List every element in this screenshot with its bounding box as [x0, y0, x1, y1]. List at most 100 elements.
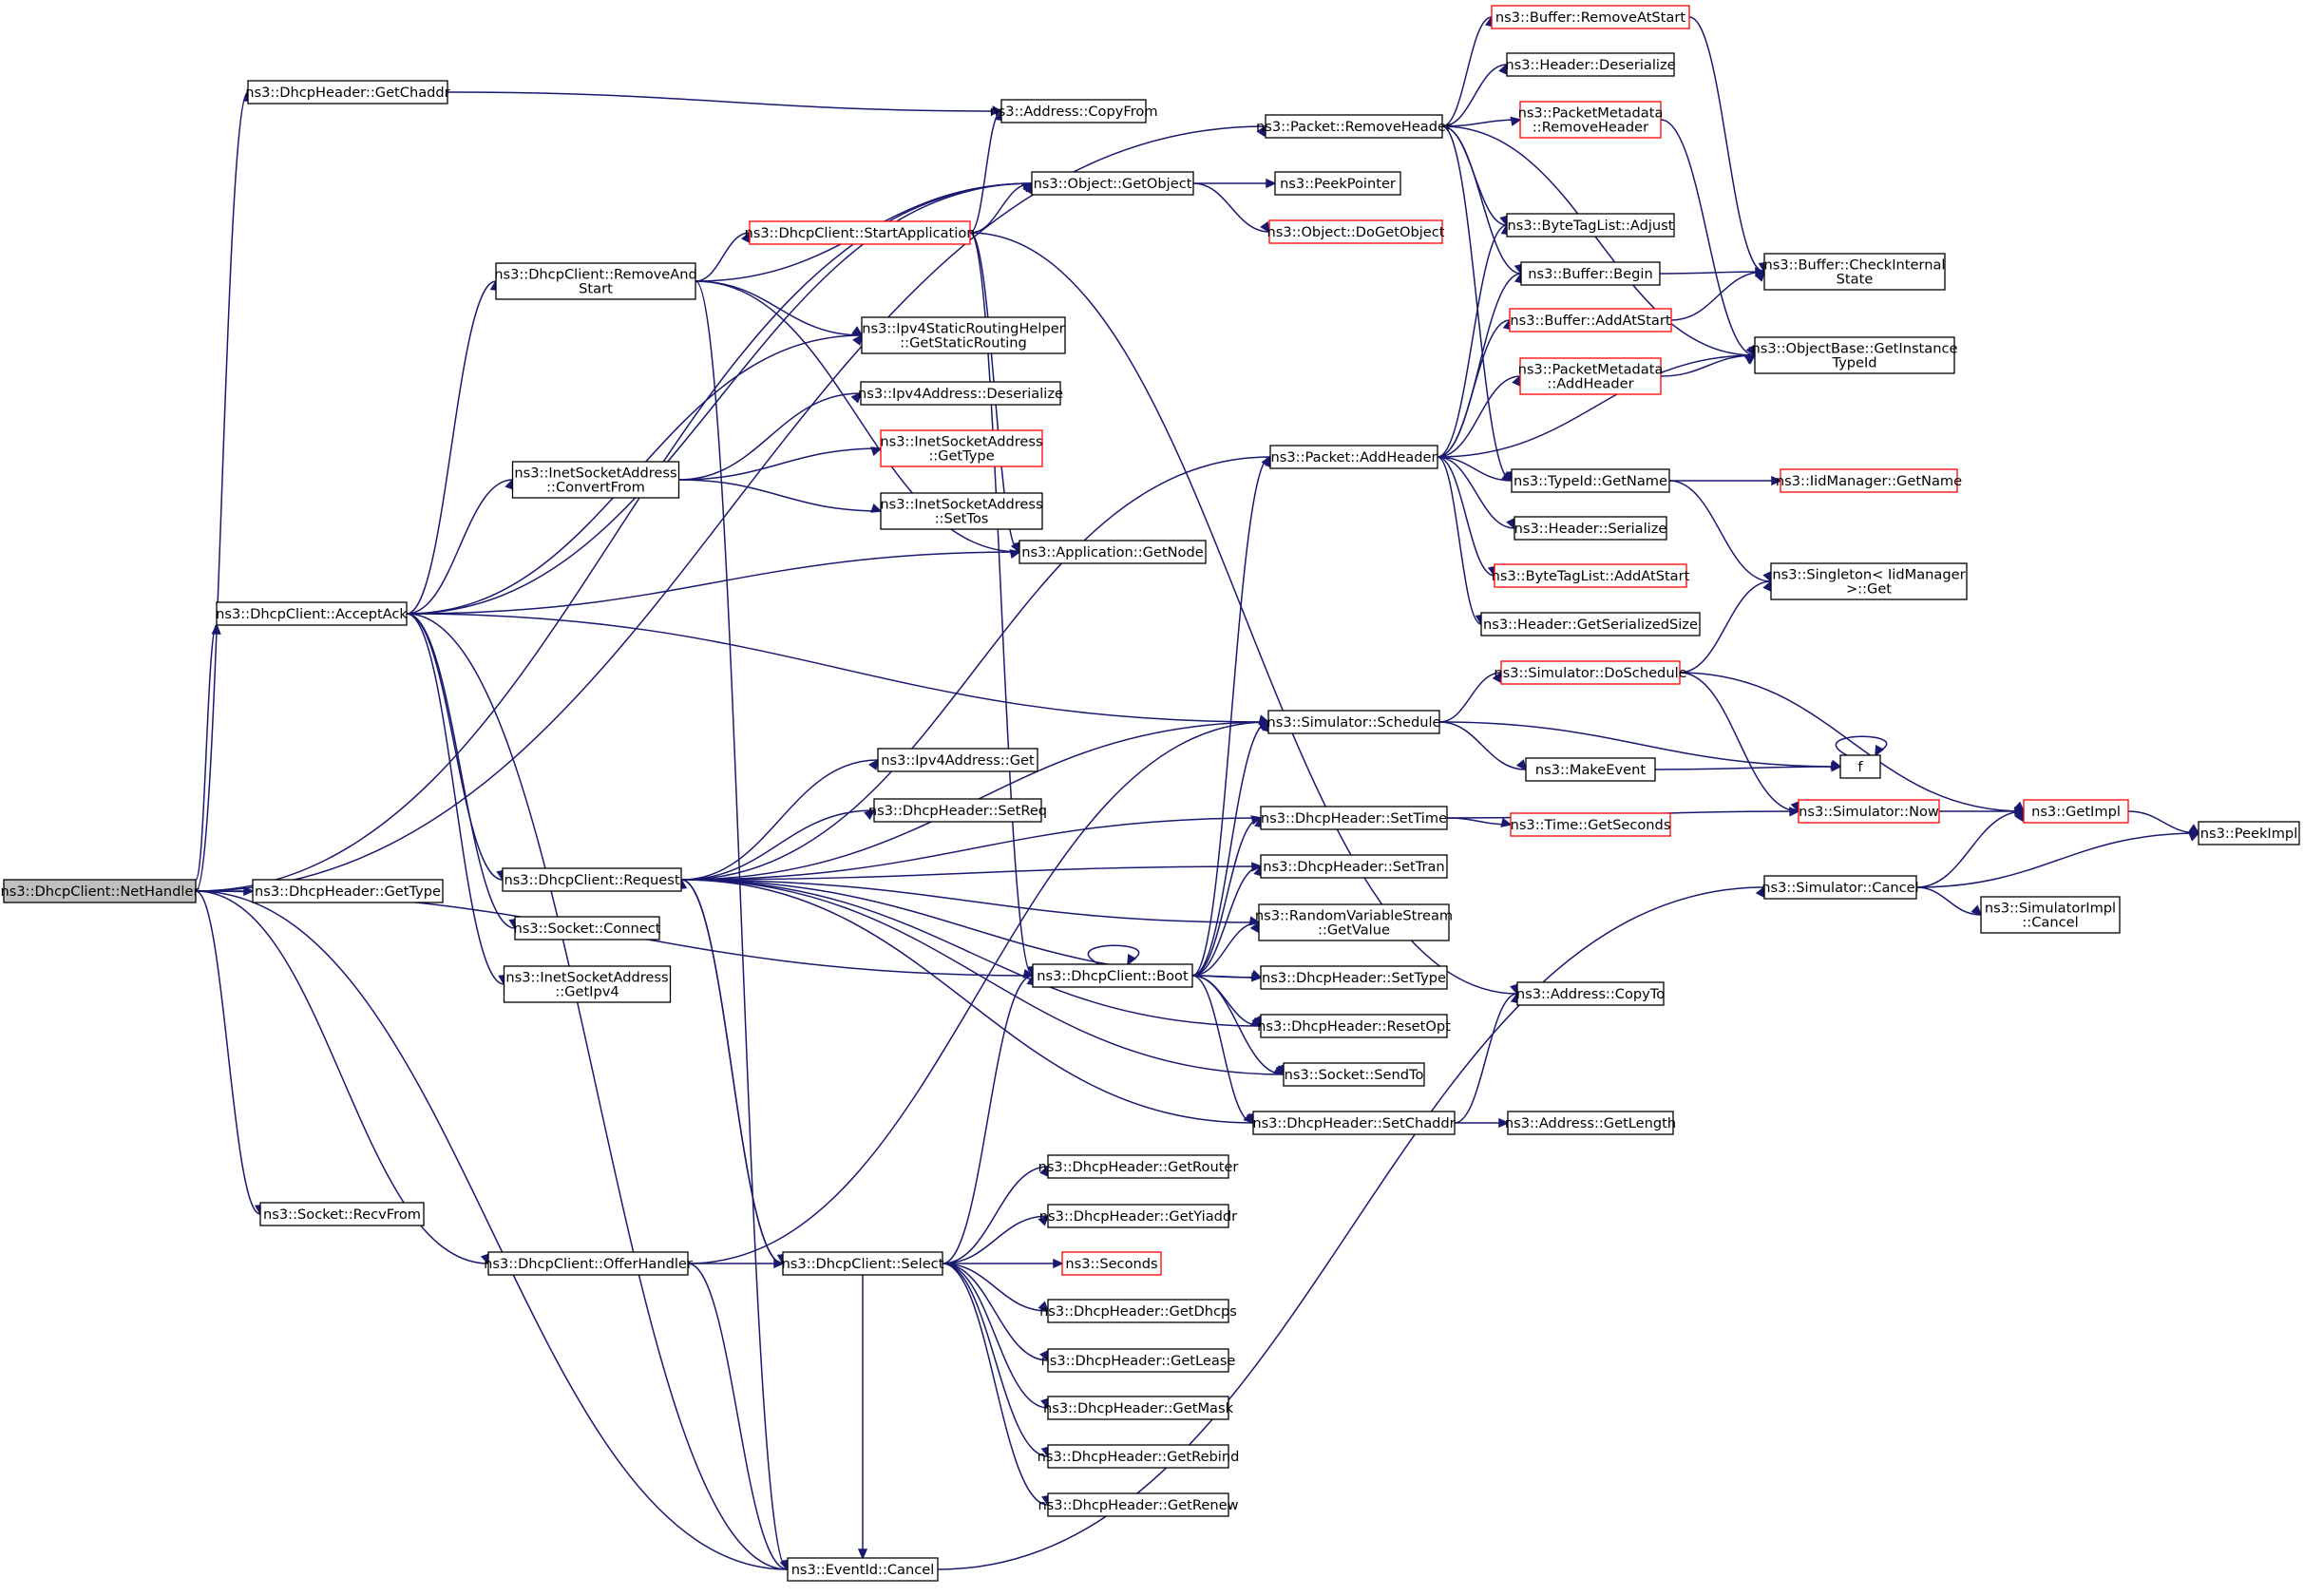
node-select[interactable]: ns3::DhcpClient::Select	[782, 1251, 944, 1276]
edge-select-to-get-rebind	[942, 1263, 1051, 1458]
edge-arrowhead	[1498, 1117, 1510, 1129]
node-label: ns3::Header::Deserialize	[1505, 57, 1675, 73]
node-box	[1274, 171, 1401, 196]
edge-line	[406, 182, 1033, 615]
node-peek-pointer[interactable]: ns3::PeekPointer	[1274, 171, 1401, 196]
node-btl-add-at-start[interactable]: ns3::ByteTagList::AddAtStart	[1492, 563, 1690, 588]
function-nodes: ns3::DhcpClient::NetHandlerns3::DhcpHead…	[1, 5, 2300, 1582]
node-get-static-routing[interactable]: ns3::Ipv4StaticRoutingHelper::GetStaticR…	[861, 316, 1066, 354]
node-ipv4-deserialize[interactable]: ns3::Ipv4Address::Deserialize	[858, 381, 1063, 406]
node-get-lease[interactable]: ns3::DhcpHeader::GetLease	[1041, 1348, 1236, 1373]
node-set-chaddr[interactable]: ns3::DhcpHeader::SetChaddr	[1252, 1111, 1456, 1135]
node-schedule[interactable]: ns3::Simulator::Schedule	[1266, 710, 1441, 734]
node-label: ns3::DhcpClient::StartApplication	[744, 225, 975, 241]
edge-line	[942, 1263, 1049, 1506]
edge-sim-cancel-to-sim-impl-cancel	[1915, 886, 1983, 917]
node-box	[502, 867, 682, 892]
edge-select-to-get-dhcps	[942, 1263, 1050, 1313]
node-box	[1265, 114, 1443, 139]
node-ipv4-get[interactable]: ns3::Ipv4Address::Get	[877, 748, 1038, 772]
node-copy-from[interactable]: ns3::Address::CopyFrom	[989, 99, 1158, 124]
node-get-mask[interactable]: ns3::DhcpHeader::GetMask	[1043, 1396, 1234, 1420]
node-header-serialize[interactable]: ns3::Header::Serialize	[1514, 516, 1667, 541]
node-event-cancel[interactable]: ns3::EventId::Cancel	[787, 1557, 939, 1582]
edge-line	[1191, 975, 1285, 1075]
node-box	[861, 316, 1066, 354]
node-set-time[interactable]: ns3::DhcpHeader::SetTime	[1260, 806, 1448, 830]
node-sock-connect[interactable]: ns3::Socket::Connect	[514, 916, 661, 940]
node-get-chaddr[interactable]: ns3::DhcpHeader::GetChaddr	[245, 80, 450, 104]
node-get-node[interactable]: ns3::Application::GetNode	[1019, 540, 1207, 564]
node-time-get-seconds[interactable]: ns3::Time::GetSeconds	[1510, 812, 1671, 837]
node-get-rebind[interactable]: ns3::DhcpHeader::GetRebind	[1038, 1444, 1240, 1469]
node-get-type-h[interactable]: ns3::DhcpHeader::GetType	[252, 879, 444, 903]
node-copy-to[interactable]: ns3::Address::CopyTo	[1516, 981, 1665, 1006]
node-inet-get-type[interactable]: ns3::InetSocketAddress::GetType	[880, 429, 1043, 467]
node-net-handler[interactable]: ns3::DhcpClient::NetHandler	[1, 879, 200, 903]
node-set-type-h[interactable]: ns3::DhcpHeader::SetType	[1260, 965, 1448, 990]
node-label: ns3::Object::GetObject	[1034, 176, 1192, 192]
node-buffer-begin[interactable]: ns3::Buffer::Begin	[1520, 261, 1661, 286]
node-buffer-add-at-start[interactable]: ns3::Buffer::AddAtStart	[1509, 308, 1672, 332]
node-remove-header[interactable]: ns3::Packet::RemoveHeader	[1256, 114, 1452, 139]
node-set-tran[interactable]: ns3::DhcpHeader::SetTran	[1260, 854, 1448, 879]
node-header-deserialize[interactable]: ns3::Header::Deserialize	[1505, 52, 1676, 77]
node-start-application[interactable]: ns3::DhcpClient::StartApplication	[744, 220, 976, 245]
node-get-router[interactable]: ns3::DhcpHeader::GetRouter	[1038, 1154, 1239, 1179]
node-label: ns3::ByteTagList::Adjust	[1508, 218, 1674, 234]
node-recv-from[interactable]: ns3::Socket::RecvFrom	[259, 1202, 425, 1226]
node-rvs-get-value[interactable]: ns3::RandomVariableStream::GetValue	[1255, 903, 1453, 941]
edge-arrowhead	[1501, 471, 1514, 483]
node-get-length[interactable]: ns3::Address::GetLength	[1505, 1111, 1676, 1135]
node-get-dhcps[interactable]: ns3::DhcpHeader::GetDhcps	[1039, 1299, 1237, 1323]
node-label: ns3::InetSocketAddress	[880, 434, 1042, 450]
node-pm-remove-header[interactable]: ns3::PacketMetadata::RemoveHeader	[1518, 101, 1664, 139]
node-set-req[interactable]: ns3::DhcpHeader::SetReq	[868, 798, 1047, 823]
node-iid-get-name[interactable]: ns3::IidManager::GetName	[1776, 468, 1962, 493]
node-offer-handler[interactable]: ns3::DhcpClient::OfferHandler	[484, 1251, 693, 1276]
node-add-header[interactable]: ns3::Packet::AddHeader	[1269, 445, 1438, 469]
node-sim-now[interactable]: ns3::Simulator::Now	[1798, 799, 1940, 824]
node-sim-cancel[interactable]: ns3::Simulator::Cancel	[1761, 875, 1919, 900]
node-accept-ack[interactable]: ns3::DhcpClient::AcceptAck	[216, 601, 408, 626]
node-do-schedule[interactable]: ns3::Simulator::DoSchedule	[1494, 660, 1687, 685]
node-seconds[interactable]: ns3::Seconds	[1061, 1251, 1162, 1276]
node-peek-impl[interactable]: ns3::PeekImpl	[2198, 821, 2300, 846]
node-label: ns3::DhcpHeader::GetMask	[1043, 1400, 1234, 1416]
edge-line	[1688, 16, 1765, 273]
node-set-tos[interactable]: ns3::InetSocketAddress::SetTos	[880, 492, 1043, 530]
node-request[interactable]: ns3::DhcpClient::Request	[502, 867, 682, 892]
node-get-ipv4[interactable]: ns3::InetSocketAddress::GetIpv4	[503, 965, 672, 1003]
node-reset-opt[interactable]: ns3::DhcpHeader::ResetOpt	[1257, 1014, 1451, 1038]
node-boot[interactable]: ns3::DhcpClient::Boot	[1032, 963, 1193, 988]
node-get-object[interactable]: ns3::Object::GetObject	[1031, 171, 1194, 196]
node-sim-impl-cancel[interactable]: ns3::SimulatorImpl::Cancel	[1980, 896, 2121, 934]
node-get-renew[interactable]: ns3::DhcpHeader::GetRenew	[1038, 1492, 1239, 1517]
edge-line	[406, 280, 497, 615]
node-do-get-object[interactable]: ns3::Object::DoGetObject	[1266, 219, 1445, 244]
edge-line	[1191, 865, 1262, 977]
node-box	[1000, 99, 1147, 124]
node-make-event[interactable]: ns3::MakeEvent	[1525, 757, 1656, 782]
node-pm-add-header[interactable]: ns3::PacketMetadata::AddHeader	[1518, 357, 1664, 395]
edge-line	[1087, 944, 1140, 965]
edge-f-to-f	[1835, 735, 1888, 757]
node-convert-from[interactable]: ns3::InetSocketAddress::ConvertFrom	[511, 461, 680, 499]
node-get-yiaddr[interactable]: ns3::DhcpHeader::GetYiaddr	[1039, 1204, 1237, 1228]
node-label: ns3::Simulator::Schedule	[1266, 714, 1440, 731]
node-remove-at-start[interactable]: ns3::Buffer::RemoveAtStart	[1491, 5, 1690, 29]
edge-do-schedule-to-get-impl	[1679, 672, 2026, 813]
node-singleton-get[interactable]: ns3::Singleton< IidManager>::Get	[1770, 562, 1968, 600]
node-send-to[interactable]: ns3::Socket::SendTo	[1283, 1062, 1425, 1087]
node-get-impl[interactable]: ns3::GetImpl	[2023, 799, 2129, 824]
node-label: ns3::DhcpHeader::SetTime	[1261, 810, 1447, 826]
node-type-id-get-name[interactable]: ns3::TypeId::GetName	[1511, 468, 1670, 493]
node-f[interactable]: f	[1839, 754, 1881, 779]
node-btl-adjust[interactable]: ns3::ByteTagList::Adjust	[1506, 213, 1675, 238]
node-get-serialized-size[interactable]: ns3::Header::GetSerializedSize	[1480, 612, 1701, 636]
edge-net-handler-to-event-cancel	[195, 890, 790, 1571]
edge-line	[1441, 125, 1513, 482]
